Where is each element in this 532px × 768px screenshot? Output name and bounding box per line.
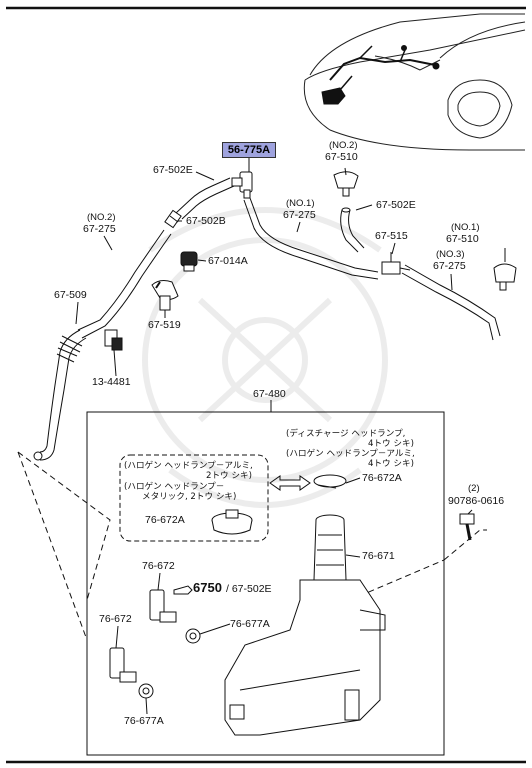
note-halogen-al-line1: (ハロゲン ヘッドランプ－アルミ, (286, 449, 415, 459)
clip-13-4481 (104, 329, 123, 351)
note-discharge-line1: (ディスチャージ ヘッドランプ, (286, 429, 406, 439)
label-67-502e-b[interactable]: 67-502E (376, 199, 416, 211)
hose-67-502e-mid (340, 207, 365, 253)
hose-67-502e-upper (175, 177, 235, 220)
label-76-677a-lower[interactable]: 76-677A (124, 715, 164, 727)
label-67-275-a[interactable]: 67-275 (83, 223, 116, 235)
label-67-480[interactable]: 67-480 (253, 388, 286, 400)
label-no1-a: (NO.1) (286, 198, 315, 209)
label-76-672-upper[interactable]: 76-672 (142, 560, 175, 572)
exchange-arrow (269, 475, 311, 491)
grommet-76-677a-upper (185, 628, 201, 644)
clip-67-519 (151, 280, 179, 311)
label-67-509[interactable]: 67-509 (54, 289, 87, 301)
label-no1-b: (NO.1) (451, 222, 480, 233)
hose-67-509 (33, 329, 87, 461)
note-halogen-al-line2: 4トウ シキ) (368, 459, 414, 469)
label-67-014a[interactable]: 67-014A (208, 255, 248, 267)
box-note-line4: メタリック, 2トウ シキ) (142, 492, 237, 502)
leader-lines (75, 158, 506, 715)
grommet-67-014a (180, 251, 198, 272)
label-67-510-b[interactable]: 67-510 (446, 233, 479, 245)
pump-76-672-lower (109, 647, 137, 683)
car-outline (303, 13, 526, 151)
label-76-672-lower[interactable]: 76-672 (99, 613, 132, 625)
connector-67-502b (164, 209, 182, 229)
hose-67-275-no3 (401, 264, 501, 341)
label-13-4481[interactable]: 13-4481 (92, 376, 131, 388)
option-box (119, 454, 269, 542)
car-washer-harness (321, 45, 440, 105)
pump-76-672-upper (149, 589, 177, 623)
box-note-line3: (ハロゲン ヘッドランプ－ (124, 482, 225, 492)
dashed-leaders (17, 451, 487, 641)
nozzle-67-510-no1 (493, 263, 517, 291)
box-note-line2: 2トウ シキ) (206, 471, 252, 481)
tank-assembly-frame (86, 411, 445, 756)
label-67-502e-a[interactable]: 67-502E (153, 164, 193, 176)
label-no2-a: (NO.2) (87, 212, 116, 223)
note-discharge-line2: 4トウ シキ) (368, 439, 414, 449)
bolt-90786-0616 (459, 513, 475, 541)
label-67-275-c[interactable]: 67-275 (433, 260, 466, 272)
label-67-502e-c[interactable]: / 67-502E (226, 583, 272, 595)
label-67-510-a[interactable]: 67-510 (325, 151, 358, 163)
t-joint-56-775a (231, 171, 253, 199)
label-76-671[interactable]: 76-671 (362, 550, 395, 562)
joint-67-515 (381, 252, 411, 275)
label-6750[interactable]: 6750 (193, 580, 222, 595)
filler-neck-76-671 (313, 514, 347, 581)
label-76-677a-upper[interactable]: 76-677A (230, 618, 270, 630)
box-note-line1: (ハロゲン ヘッドランプ－アルミ, (124, 461, 253, 471)
hose-67-275-no1 (243, 197, 379, 280)
pointer-hand-icon (173, 585, 193, 595)
label-67-502b[interactable]: 67-502B (186, 215, 226, 227)
label-qty-2: (2) (468, 483, 480, 494)
label-67-275-b[interactable]: 67-275 (283, 209, 316, 221)
label-76-672a-right[interactable]: 76-672A (362, 472, 402, 484)
label-no3: (NO.3) (436, 249, 465, 260)
label-76-672a-box[interactable]: 76-672A (145, 514, 185, 526)
highlighted-part-label: 56-775A (227, 144, 271, 156)
hose-67-275-no2 (77, 229, 172, 339)
cap-76-672a-box (211, 509, 253, 535)
nozzle-67-510-no2 (333, 171, 359, 197)
grommet-76-677a-lower (138, 683, 154, 699)
label-90786-0616[interactable]: 90786-0616 (448, 495, 505, 507)
washer-tank (224, 579, 386, 736)
label-no2-b: (NO.2) (329, 140, 358, 151)
cap-76-672a-right (313, 474, 347, 489)
highlighted-part-number[interactable]: 56-775A (222, 142, 276, 158)
label-67-515[interactable]: 67-515 (375, 230, 408, 242)
label-67-519[interactable]: 67-519 (148, 319, 181, 331)
